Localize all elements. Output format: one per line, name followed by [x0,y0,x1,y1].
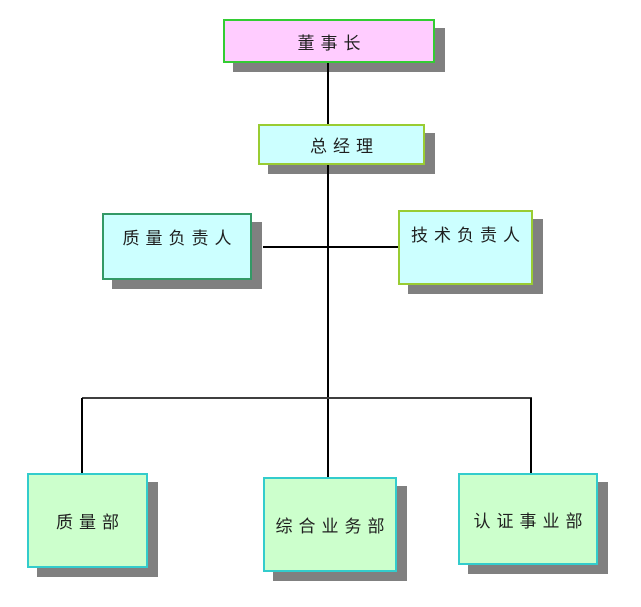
connector-chairman-to-gm [327,63,329,124]
node-chairman-label: 董事长 [297,33,367,54]
connector-drop-cert-dept [530,398,532,473]
node-quality-manager-label: 质量负责人 [122,229,238,249]
connector-drop-quality-dept [81,398,83,473]
node-chairman[interactable]: 董事长 [223,19,435,63]
node-general-manager-label: 总经理 [310,137,379,157]
node-tech-manager-label: 技术负责人 [411,226,526,246]
node-tech-manager[interactable]: 技术负责人 [398,210,533,285]
node-business-dept-label: 综合业务部 [275,517,391,537]
node-general-manager[interactable]: 总经理 [258,124,425,165]
node-quality-dept-label: 质量部 [56,513,125,533]
node-quality-manager[interactable]: 质量负责人 [102,213,252,280]
node-cert-dept-label: 认证事业部 [473,511,589,532]
node-quality-dept[interactable]: 质量部 [27,473,148,568]
connector-managers-horizontal [263,246,398,248]
node-cert-dept[interactable]: 认证事业部 [458,473,598,565]
connector-gm-trunk [327,165,329,477]
node-business-dept[interactable]: 综合业务部 [263,477,397,572]
connector-departments-bus [82,397,532,399]
